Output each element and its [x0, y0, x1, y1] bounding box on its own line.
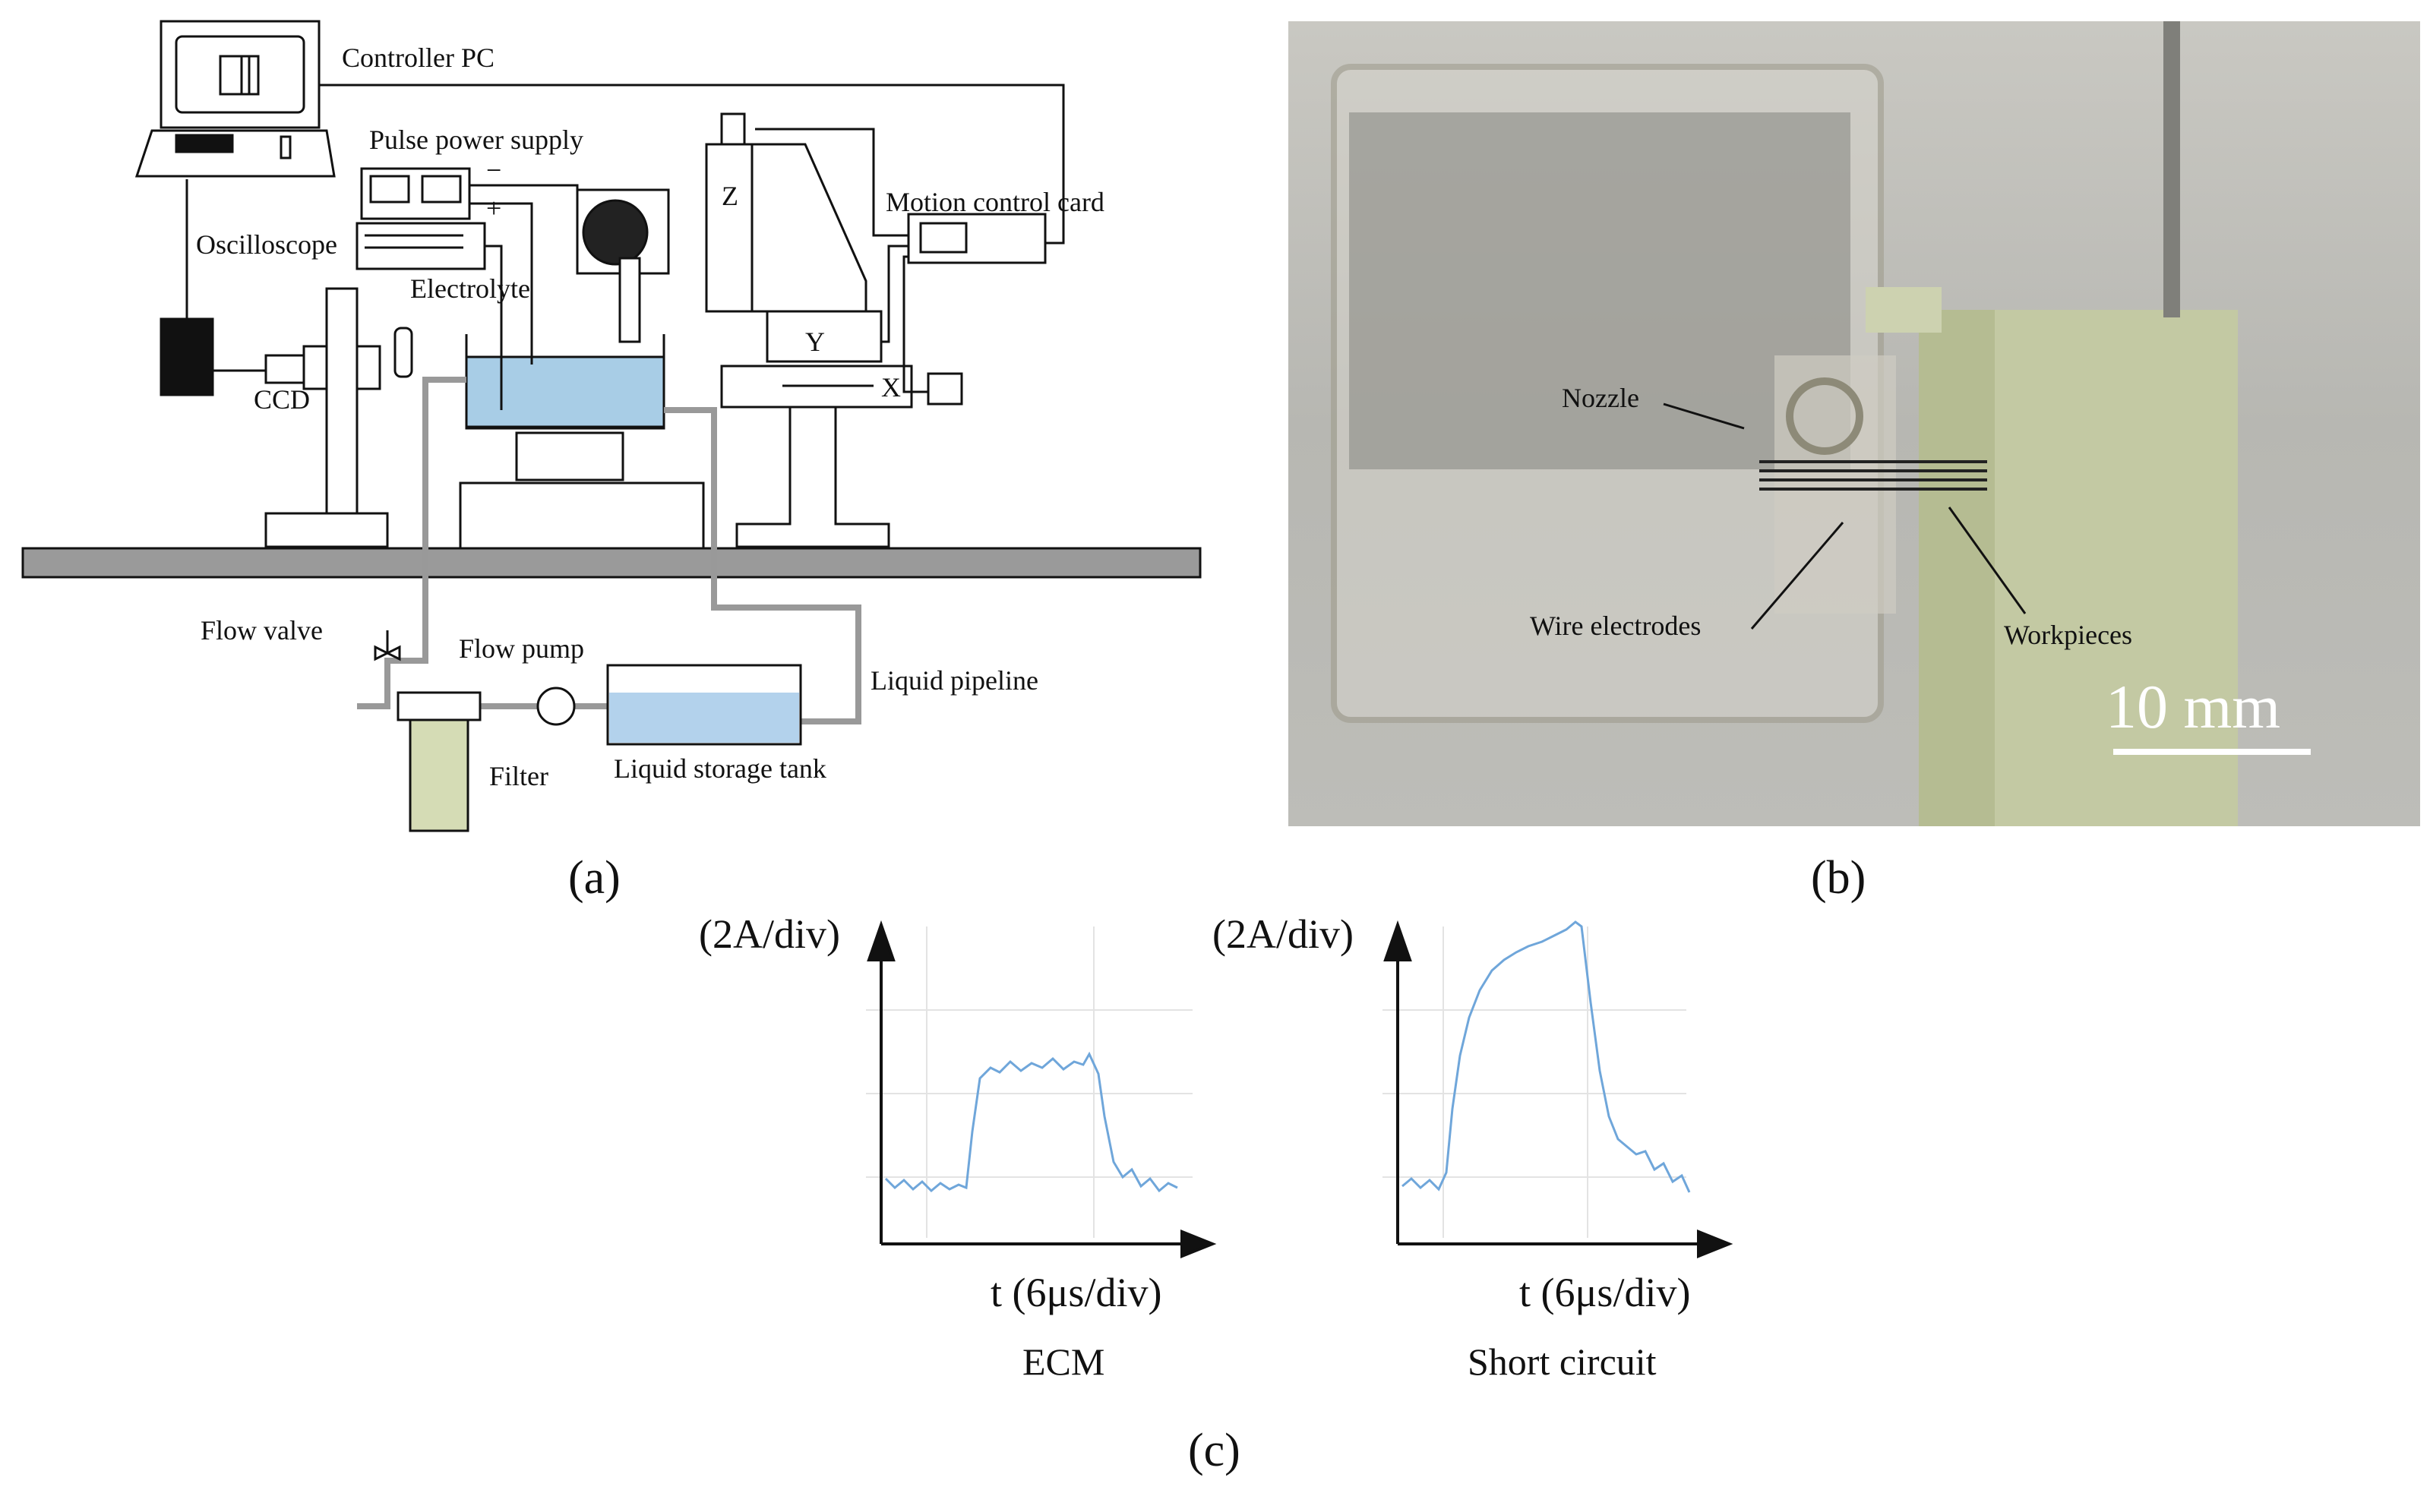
caption-c-holder: (c)	[1188, 1425, 1240, 1476]
label-oscilloscope: Oscilloscope	[196, 229, 337, 260]
z-stage	[705, 143, 754, 313]
short-circuit-xlabel: t (6μs/div)	[1519, 1270, 1690, 1315]
label-plus: +	[486, 193, 501, 223]
scale-bar	[2113, 749, 2311, 755]
caption-a-holder: (a)	[568, 852, 621, 904]
filter	[397, 691, 482, 721]
oscilloscope-box	[355, 222, 486, 270]
ecm-trace	[884, 1051, 1178, 1193]
ecm-axes	[867, 920, 1217, 1258]
base-table	[21, 547, 1202, 579]
short-circuit-name: Short circuit	[1468, 1340, 1657, 1383]
short-circuit-axes	[1383, 920, 1733, 1258]
ecm-name: ECM	[1022, 1340, 1104, 1383]
scale-bar-label: 10 mm	[2106, 672, 2280, 741]
ccd-display	[160, 317, 214, 396]
label-flow-valve: Flow valve	[201, 615, 323, 646]
caption-b: (b)	[1811, 852, 1866, 904]
ccd-camera	[264, 354, 305, 384]
label-filter: Filter	[489, 761, 548, 791]
label-minus: −	[486, 155, 501, 185]
label-electrolyte: Electrolyte	[410, 273, 530, 304]
ecm-xlabel: t (6μs/div)	[991, 1270, 1161, 1315]
label-ccd: CCD	[254, 384, 310, 415]
label-pulse-power-supply: Pulse power supply	[369, 125, 583, 155]
label-controller-pc: Controller PC	[342, 43, 495, 73]
caption-b-holder: (b)	[1811, 852, 1866, 904]
waveform-ecm: (2A/div) t (6μs/div) ECM	[699, 911, 1217, 1383]
label-liquid-pipeline: Liquid pipeline	[871, 665, 1038, 696]
short-circuit-trace	[1401, 920, 1691, 1193]
label-wire-electrodes: Wire electrodes	[1530, 611, 1701, 641]
caption-a-text: (a)	[568, 852, 621, 904]
setup-schematic: Controller PC Pulse power supply Oscillo…	[21, 20, 1202, 832]
short-circuit-ylabel: (2A/div)	[1212, 911, 1354, 957]
flow-pump	[536, 687, 576, 726]
schematic-labels: Controller PC Pulse power supply Oscillo…	[196, 43, 1104, 791]
waveform-short-circuit: (2A/div) t (6μs/div) Short circuit	[1212, 911, 1733, 1383]
electrode-photo: Nozzle Wire electrodes Workpieces 10 mm	[1288, 21, 2420, 826]
label-nozzle: Nozzle	[1562, 383, 1639, 413]
y-stage	[766, 310, 883, 363]
label-liquid-storage-tank: Liquid storage tank	[614, 753, 826, 784]
label-axis-x: X	[881, 372, 901, 402]
electrolyte-tank	[465, 355, 665, 428]
nozzle	[1786, 377, 1863, 455]
ecm-ylabel: (2A/div)	[699, 911, 840, 957]
label-workpieces: Workpieces	[2004, 620, 2132, 650]
label-axis-y: Y	[805, 327, 825, 357]
controller-pc-base	[134, 129, 336, 178]
label-axis-z: Z	[722, 181, 738, 211]
label-flow-pump: Flow pump	[459, 633, 584, 664]
label-motion-control-card: Motion control card	[886, 187, 1104, 217]
caption-c: (c)	[1188, 1425, 1240, 1476]
